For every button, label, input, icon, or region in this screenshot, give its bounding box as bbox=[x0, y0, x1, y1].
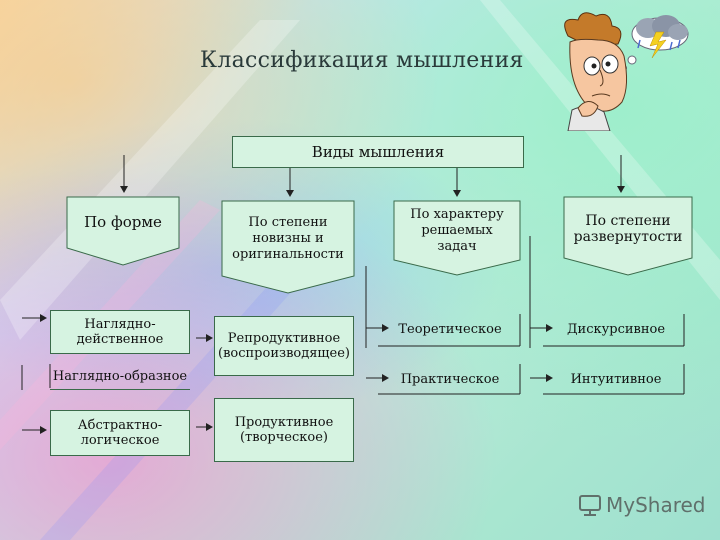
unfolding-discursive-label: Дискурсивное bbox=[566, 321, 666, 337]
myshared-watermark: MyShared bbox=[578, 493, 706, 517]
novelty-reproductive-label: Репродуктивное (воспроизводящее) bbox=[218, 331, 350, 361]
unfolding-discursive: Дискурсивное bbox=[554, 318, 678, 340]
unfolding-intuitive: Интуитивное bbox=[554, 368, 678, 390]
category-shape-novelty bbox=[221, 200, 355, 294]
category-unfolding: По степени развернутости bbox=[573, 213, 683, 245]
novelty-productive-label: Продуктивное (творческое) bbox=[234, 415, 334, 445]
category-tasks: По характеру решаемых задач bbox=[410, 207, 504, 254]
form-visual-action: Наглядно-действенное bbox=[50, 310, 190, 354]
tasks-theoretical-label: Теоретическое bbox=[398, 321, 502, 337]
myshared-logo-icon bbox=[579, 495, 601, 516]
novelty-reproductive: Репродуктивное (воспроизводящее) bbox=[214, 316, 354, 376]
tasks-practical-label: Практическое bbox=[400, 371, 500, 387]
unfolding-intuitive-label: Интуитивное bbox=[570, 371, 662, 387]
root-node-label: Виды мышления bbox=[311, 142, 445, 161]
form-visual-action-label: Наглядно-действенное bbox=[76, 317, 164, 347]
category-form: По форме bbox=[84, 213, 162, 231]
form-abstract-logic-label: Абстрактно-логическое bbox=[77, 418, 163, 448]
thinking-man-illustration bbox=[564, 12, 689, 131]
category-shape-form bbox=[66, 196, 180, 266]
tasks-practical: Практическое bbox=[390, 368, 510, 390]
page-title: Классификация мышления bbox=[200, 48, 524, 73]
form-visual-image-label: Наглядно-образное bbox=[52, 369, 188, 384]
novelty-productive: Продуктивное (творческое) bbox=[214, 398, 354, 462]
category-shape-tasks bbox=[393, 200, 521, 276]
root-node: Виды мышления bbox=[232, 136, 524, 168]
category-shape-unfolding bbox=[563, 196, 693, 276]
category-novelty: По степени новизны и оригинальности bbox=[232, 215, 344, 262]
form-abstract-logic: Абстрактно-логическое bbox=[50, 410, 190, 456]
tasks-theoretical: Теоретическое bbox=[390, 318, 510, 340]
form-visual-image: Наглядно-образное bbox=[50, 364, 190, 390]
watermark-text: MyShared bbox=[606, 493, 706, 517]
